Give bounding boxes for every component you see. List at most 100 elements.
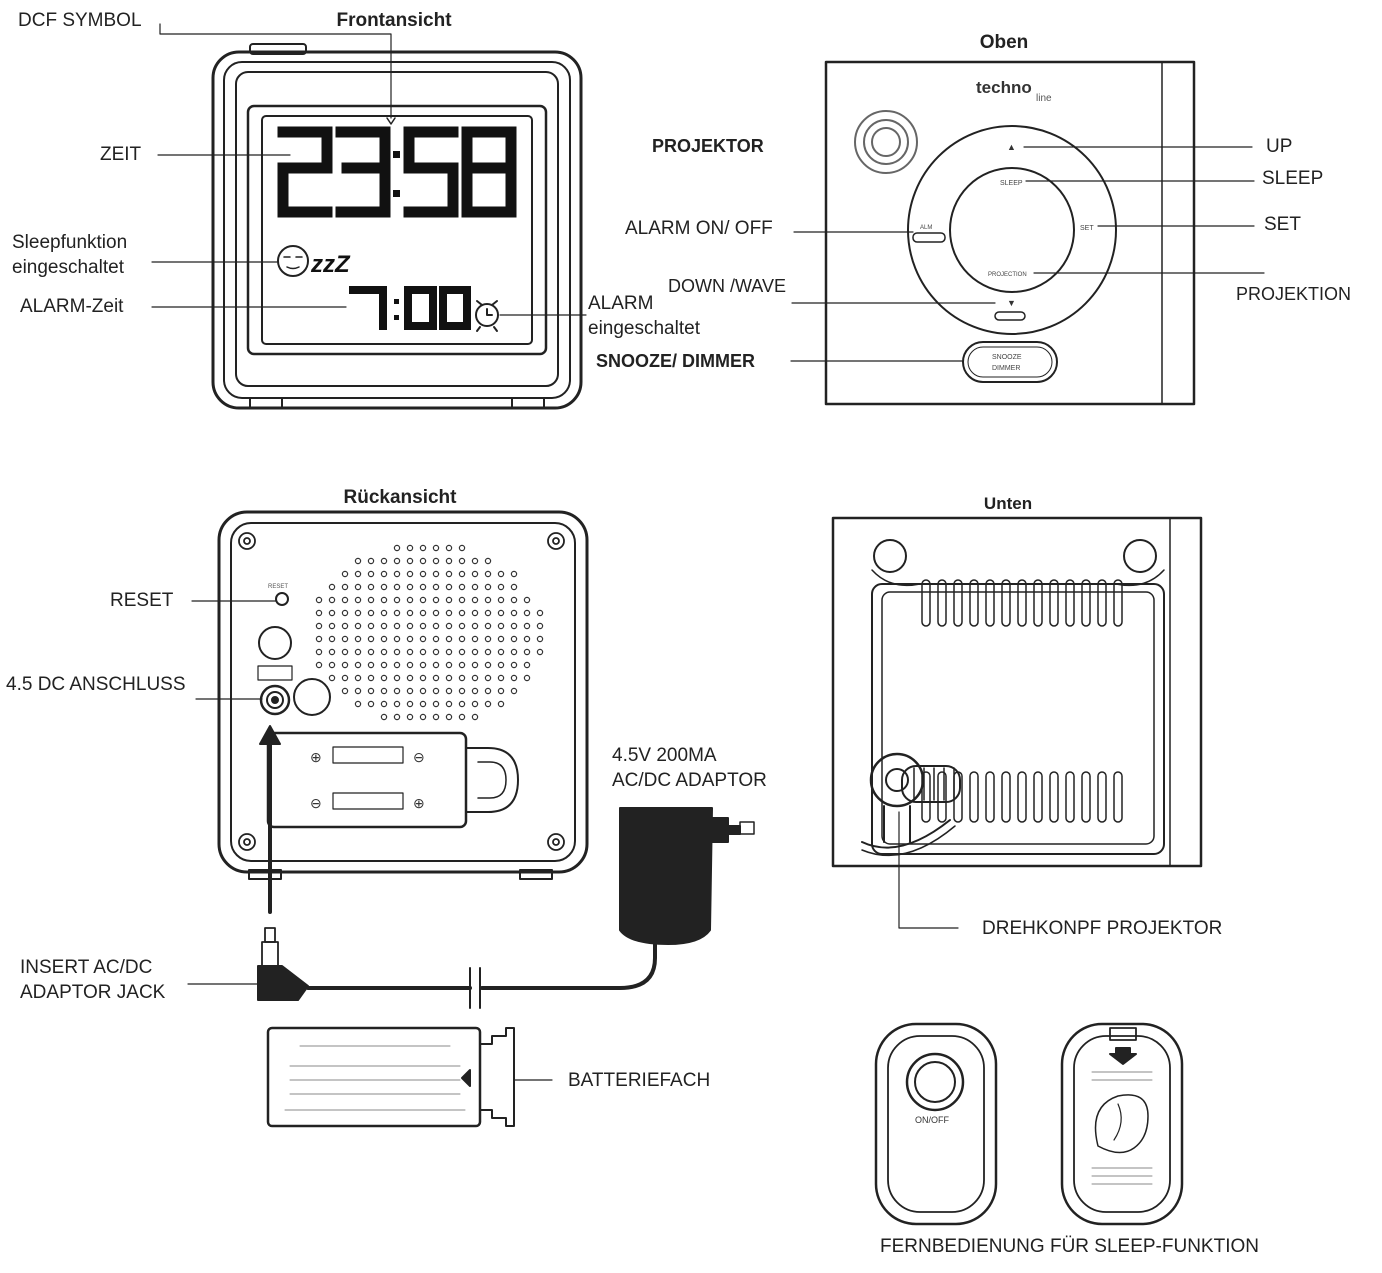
speaker-hole: [367, 557, 375, 565]
speaker-hole: [432, 635, 440, 643]
speaker-hole: [445, 570, 453, 578]
speaker-hole: [484, 609, 492, 617]
leader-dcf: [159, 23, 392, 119]
front-display-time: [277, 126, 517, 218]
speaker-hole: [393, 596, 401, 604]
speaker-hole: [406, 687, 414, 695]
remote-drawing: ON/OFF: [874, 1022, 1184, 1226]
svg-text:⊕: ⊕: [310, 749, 322, 765]
speaker-hole: [419, 700, 427, 708]
speaker-hole: [471, 648, 479, 656]
insert-jack-label: INSERT AC/DC ADAPTOR JACK: [20, 957, 166, 1003]
vent-slot: [969, 579, 979, 627]
speaker-hole: [406, 544, 414, 552]
speaker-hole: [536, 622, 544, 630]
speaker-hole: [354, 596, 362, 604]
speaker-hole: [471, 557, 479, 565]
speaker-hole: [497, 648, 505, 656]
speaker-hole: [471, 596, 479, 604]
speaker-hole: [354, 609, 362, 617]
foot-right: [1123, 539, 1157, 573]
speaker-hole: [315, 596, 323, 604]
speaker-hole: [406, 609, 414, 617]
speaker-hole: [328, 609, 336, 617]
speaker-hole: [380, 648, 388, 656]
speaker-hole: [445, 687, 453, 695]
alarm-clock-icon: [475, 300, 499, 332]
speaker-hole: [510, 596, 518, 604]
speaker-hole: [393, 544, 401, 552]
speaker-hole: [445, 609, 453, 617]
speaker-hole: [510, 570, 518, 578]
speaker-hole: [380, 687, 388, 695]
speaker-hole: [523, 609, 531, 617]
speaker-hole: [419, 570, 427, 578]
dcf-icon: [386, 117, 396, 125]
speaker-hole: [497, 674, 505, 682]
speaker-hole: [536, 609, 544, 617]
speaker-hole: [445, 674, 453, 682]
speaker-hole: [354, 635, 362, 643]
foot-left: [873, 539, 907, 573]
front-view-title: Frontansicht: [336, 10, 452, 31]
speaker-hole: [484, 648, 492, 656]
vent-slot: [1113, 579, 1123, 627]
sleep-face-icon: [277, 245, 309, 277]
speaker-hole: [432, 648, 440, 656]
speaker-hole: [328, 635, 336, 643]
set-label: SET: [1264, 214, 1301, 235]
speaker-hole: [445, 648, 453, 656]
speaker-hole: [458, 713, 466, 721]
snooze-button: [962, 341, 1058, 383]
vent-slot: [1017, 771, 1027, 823]
speaker-hole: [497, 687, 505, 695]
speaker-hole: [432, 661, 440, 669]
speaker-hole: [406, 596, 414, 604]
speaker-hole: [497, 596, 505, 604]
control-ring-inner: [949, 167, 1075, 293]
speaker-hole: [536, 648, 544, 656]
speaker-hole: [458, 674, 466, 682]
speaker-hole: [341, 635, 349, 643]
speaker-hole: [367, 583, 375, 591]
top-view-title: Oben: [979, 32, 1029, 53]
speaker-hole: [354, 583, 362, 591]
alarm-switch: [912, 232, 946, 243]
svg-text:⊖: ⊖: [413, 749, 425, 765]
colon-dot-upper: [393, 151, 400, 158]
speaker-hole: [367, 661, 375, 669]
leader-knob: [898, 811, 959, 929]
speaker-hole: [471, 700, 479, 708]
speaker-hole: [458, 635, 466, 643]
speaker-hole: [432, 622, 440, 630]
speaker-hole: [445, 596, 453, 604]
vent-slot: [1049, 579, 1059, 627]
down-mark: ▼: [1007, 298, 1016, 308]
speaker-hole: [497, 700, 505, 708]
reset-hole: [275, 592, 289, 606]
speaker-hole: [341, 609, 349, 617]
sleep-function-label: Sleepfunktion eingeschaltet: [12, 232, 128, 278]
speaker-hole: [393, 674, 401, 682]
speaker-hole: [341, 570, 349, 578]
speaker-hole: [393, 557, 401, 565]
speaker-hole: [471, 609, 479, 617]
speaker-hole: [406, 674, 414, 682]
speaker-hole: [406, 583, 414, 591]
speaker-hole: [510, 674, 518, 682]
dc-label-plate: [257, 665, 293, 681]
speaker-hole: [471, 570, 479, 578]
speaker-hole: [445, 635, 453, 643]
speaker-hole: [406, 648, 414, 656]
speaker-hole: [367, 596, 375, 604]
vent-slot: [953, 579, 963, 627]
speaker-hole: [380, 635, 388, 643]
control-ring-outer: [907, 125, 1117, 335]
speaker-hole: [367, 622, 375, 630]
bottom-view-drawing: [831, 516, 1203, 929]
sleep-button-label: SLEEP: [1262, 168, 1324, 189]
projection-label: PROJEKTION: [1236, 284, 1352, 304]
colon-dot-lower: [393, 190, 400, 197]
